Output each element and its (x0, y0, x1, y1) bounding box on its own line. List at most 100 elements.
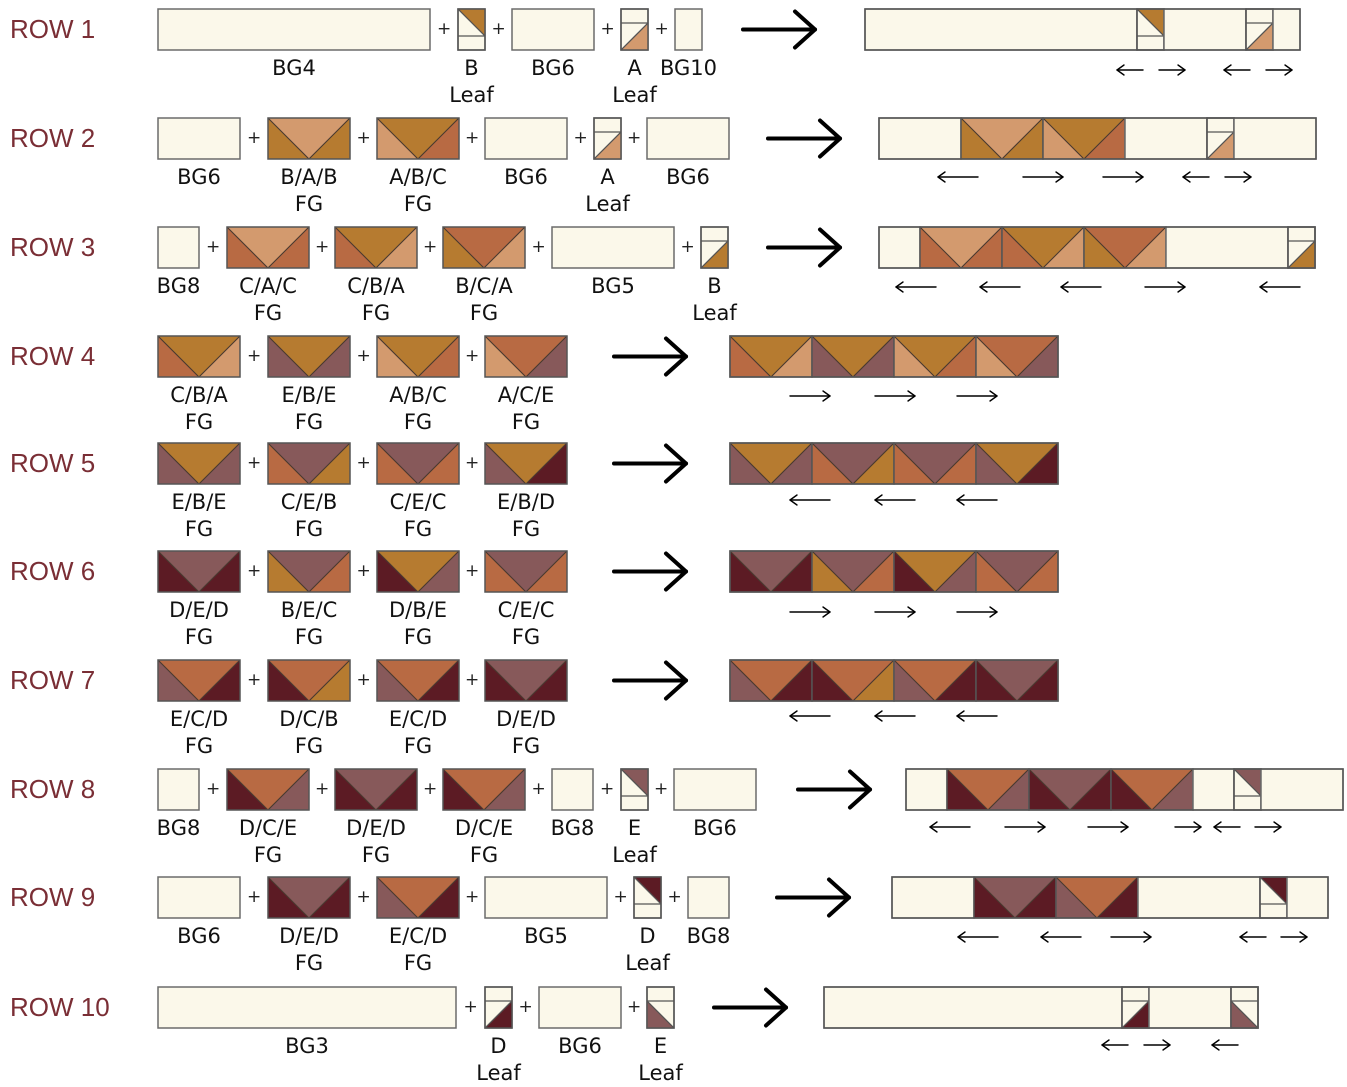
press-arrow-left (929, 821, 971, 833)
background-rectangle (864, 8, 1138, 51)
background-rectangle (674, 8, 703, 51)
plus-sign: + (437, 18, 452, 39)
block-outline (267, 117, 351, 160)
assembled-row (729, 442, 1059, 485)
background-rectangle (823, 986, 1123, 1029)
press-arrow-right (789, 606, 831, 618)
block-outline (484, 986, 513, 1029)
row-label: ROW 4 (10, 340, 96, 371)
plus-sign: + (423, 236, 438, 257)
plus-sign: + (531, 236, 546, 257)
row-label: ROW 2 (10, 122, 96, 153)
row-pieces (157, 442, 568, 485)
plus-sign: + (600, 778, 615, 799)
press-arrow-left (1101, 1039, 1129, 1051)
assembled-row-outline (905, 768, 1344, 811)
press-arrow-right (1087, 821, 1129, 833)
piece-type: FG (184, 517, 214, 541)
plus-sign: + (627, 127, 642, 148)
press-arrow-left (956, 710, 998, 722)
background-rectangle (1233, 117, 1317, 160)
row-label: ROW 3 (10, 231, 96, 262)
piece-name: D/E/D (346, 816, 406, 840)
piece-name: BG3 (285, 1034, 329, 1058)
plus-sign: + (247, 345, 262, 366)
assembled-row (823, 986, 1259, 1029)
background-rectangle (673, 768, 757, 811)
press-arrow-left (937, 171, 979, 183)
plus-sign: + (627, 996, 642, 1017)
assembled-row-outline (891, 876, 1329, 919)
piece-type: FG (184, 734, 214, 758)
press-arrow-right (1004, 821, 1046, 833)
row-label: ROW 10 (10, 991, 110, 1022)
press-arrow-right (1174, 821, 1202, 833)
piece-name: BG6 (558, 1034, 602, 1058)
plus-sign: + (465, 452, 480, 473)
piece-type: FG (469, 301, 499, 325)
block-outline (442, 768, 526, 811)
piece-name: D/E/D (279, 924, 339, 948)
background-rectangle (905, 768, 948, 811)
leaf-seam (1136, 8, 1165, 37)
assembled-row-outline (729, 550, 1059, 593)
piece-name: BG6 (504, 165, 548, 189)
piece-name: BG8 (156, 274, 201, 298)
plus-sign: + (613, 886, 628, 907)
piece-name: B (707, 274, 722, 298)
block-outline (267, 335, 351, 378)
plus-sign: + (247, 886, 262, 907)
sew-arrow (775, 877, 851, 918)
piece-name: D (639, 924, 656, 948)
press-arrow-right (1144, 281, 1186, 293)
press-arrow-right (1280, 931, 1308, 943)
piece-name: C/B/A (347, 274, 405, 298)
press-arrow-left (1223, 64, 1251, 76)
sew-arrow (612, 336, 688, 377)
block-outline (267, 659, 351, 702)
assembled-row (891, 876, 1329, 919)
block-outline (376, 442, 460, 485)
sew-arrow (741, 9, 817, 50)
block-outline (157, 335, 241, 378)
plus-sign: + (315, 236, 330, 257)
background-rectangle (157, 876, 241, 919)
piece-name: C/E/C (497, 598, 555, 622)
piece-name: C/E/C (389, 490, 447, 514)
piece-label: BG5 (553, 273, 673, 300)
plus-sign: + (518, 996, 533, 1017)
background-rectangle (551, 226, 675, 269)
piece-name: C/B/A (170, 383, 228, 407)
piece-type: FG (403, 410, 433, 434)
row-pieces (157, 8, 703, 51)
piece-label: BG6 (139, 923, 259, 950)
assembled-row-outline (729, 442, 1059, 485)
press-arrow-left (1213, 821, 1241, 833)
piece-name: D/E/D (169, 598, 229, 622)
leaf-seam (620, 22, 649, 51)
piece-label: BG8 (119, 273, 239, 300)
block-outline (457, 8, 486, 51)
block-outline (620, 768, 649, 811)
press-arrow-left (1040, 931, 1082, 943)
piece-type: FG (403, 517, 433, 541)
block-outline (484, 550, 568, 593)
leaf-seam (646, 1000, 675, 1029)
piece-type: FG (294, 410, 324, 434)
piece-name: BG8 (686, 924, 731, 948)
leaf-seam (1206, 131, 1235, 160)
press-arrow-left (789, 710, 831, 722)
press-arrow-left (895, 281, 937, 293)
row-label: ROW 9 (10, 881, 96, 912)
row-pieces (157, 876, 730, 919)
piece-name: E/C/D (388, 707, 448, 731)
